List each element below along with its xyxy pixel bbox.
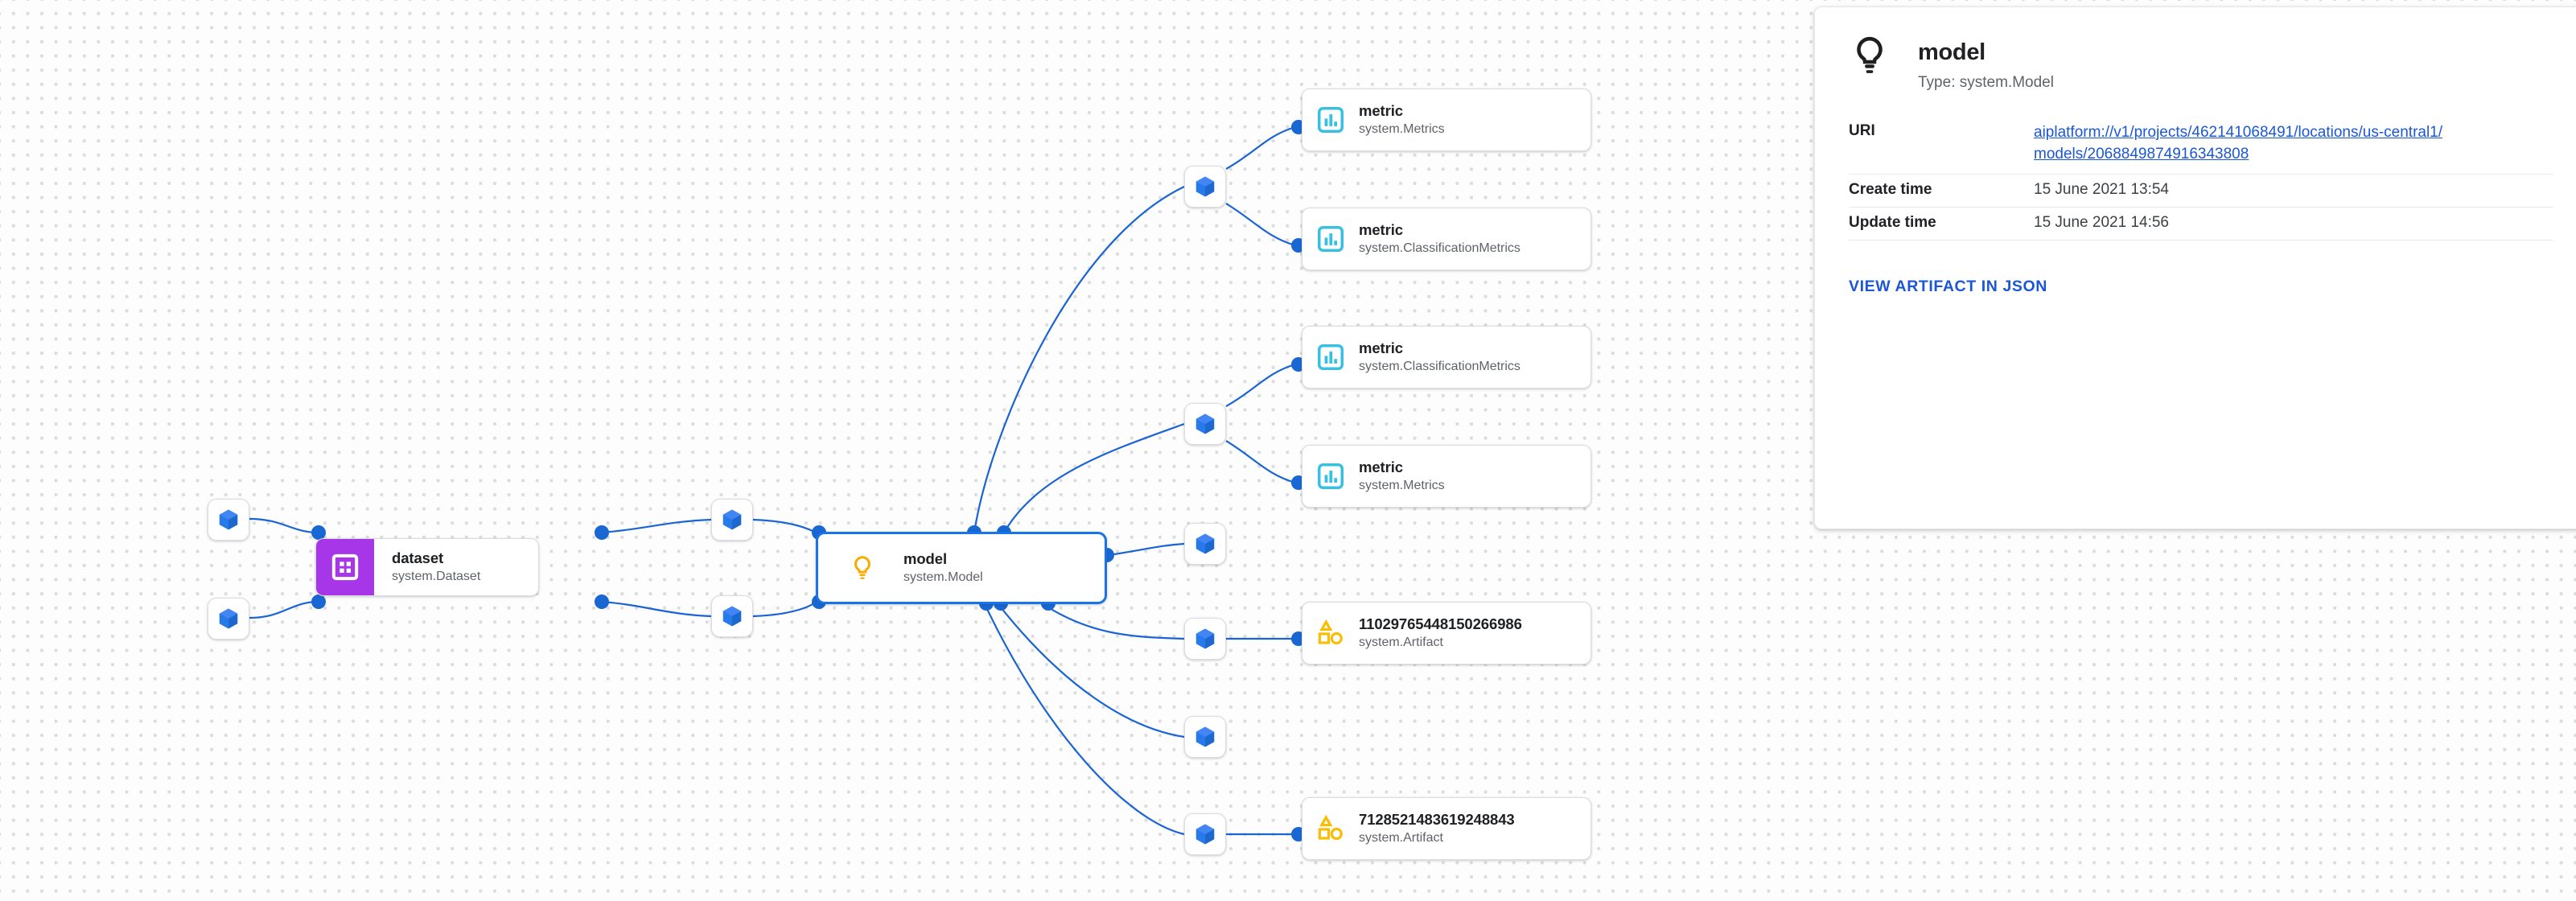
output-node-title: metric — [1359, 459, 1403, 476]
artifact-detail-panel: model Type: system.Model URI aiplatform:… — [1814, 6, 2576, 529]
cube-icon — [720, 604, 744, 628]
property-key: Create time — [1849, 173, 2034, 208]
property-value: 15 June 2021 13:54 — [2034, 173, 2553, 208]
cube-icon — [1193, 175, 1217, 199]
lightbulb-icon — [831, 554, 876, 582]
property-value: 15 June 2021 14:56 — [2034, 206, 2553, 241]
output-node-metric-3[interactable]: metric system.ClassificationMetrics — [1302, 326, 1591, 389]
cube-icon — [720, 508, 744, 532]
cube-icon — [1193, 627, 1217, 651]
cube-icon — [1193, 412, 1217, 436]
execution-mid-upper[interactable] — [711, 499, 753, 541]
output-node-subtitle: system.Artifact — [1359, 636, 1443, 650]
output-node-subtitle: system.Artifact — [1359, 831, 1443, 845]
model-node-title: model — [903, 550, 947, 568]
cube-icon — [1193, 822, 1217, 846]
output-node-text: 7128521483619248843 system.Artifact — [1359, 811, 1515, 846]
output-node-subtitle: system.Metrics — [1359, 122, 1445, 137]
output-node-metric-1[interactable]: metric system.Metrics — [1302, 88, 1591, 151]
bar-chart-icon — [1315, 105, 1346, 135]
panel-type-label: Type: system.Model — [1918, 74, 2054, 91]
model-node-text: model system.Model — [889, 550, 983, 586]
execution-right-5[interactable] — [1184, 716, 1226, 758]
dataset-node-title: dataset — [392, 549, 444, 567]
property-key: URI — [1849, 122, 1875, 139]
execution-mid-lower[interactable] — [711, 595, 753, 637]
bar-chart-icon — [1315, 461, 1346, 492]
dataset-node[interactable]: dataset system.Dataset — [315, 538, 539, 596]
output-node-title: metric — [1359, 339, 1403, 357]
model-node-subtitle: system.Model — [903, 570, 983, 585]
output-node-subtitle: system.ClassificationMetrics — [1359, 360, 1520, 374]
output-node-artifact-2[interactable]: 7128521483619248843 system.Artifact — [1302, 797, 1591, 860]
output-node-text: metric system.Metrics — [1359, 102, 1445, 138]
output-node-artifact-1[interactable]: 11029765448150266986 system.Artifact — [1302, 602, 1591, 664]
output-node-text: metric system.ClassificationMetrics — [1359, 339, 1520, 375]
table-row: Update time 15 June 2021 14:56 — [1849, 206, 2553, 241]
output-node-subtitle: system.ClassificationMetrics — [1359, 241, 1520, 256]
execution-right-6[interactable] — [1184, 813, 1226, 855]
cube-icon — [1193, 725, 1217, 749]
execution-right-4[interactable] — [1184, 618, 1226, 660]
output-node-metric-2[interactable]: metric system.ClassificationMetrics — [1302, 208, 1591, 270]
table-row: Create time 15 June 2021 13:54 — [1849, 173, 2553, 208]
panel-header: model Type: system.Model — [1849, 35, 2553, 92]
execution-right-1[interactable] — [1184, 166, 1226, 208]
execution-left-lower[interactable] — [208, 598, 249, 640]
cube-icon — [216, 607, 241, 631]
uri-link[interactable]: aiplatform://v1/projects/462141068491/lo… — [2034, 124, 2443, 163]
model-node[interactable]: model system.Model — [816, 532, 1107, 604]
dataset-node-subtitle: system.Dataset — [392, 570, 481, 584]
bar-chart-icon — [1315, 342, 1346, 372]
cube-icon — [216, 508, 241, 532]
view-artifact-in-json-button[interactable]: VIEW ARTIFACT IN JSON — [1849, 277, 2047, 295]
panel-header-text: model Type: system.Model — [1918, 35, 2054, 92]
execution-right-3[interactable] — [1184, 523, 1226, 565]
table-row: URI aiplatform://v1/projects/46214106849… — [1849, 116, 2553, 174]
output-node-metric-4[interactable]: metric system.Metrics — [1302, 445, 1591, 508]
output-node-subtitle: system.Metrics — [1359, 479, 1445, 493]
output-node-title: 7128521483619248843 — [1359, 811, 1515, 829]
output-node-text: metric system.Metrics — [1359, 459, 1445, 494]
execution-right-2[interactable] — [1184, 403, 1226, 445]
output-node-title: 11029765448150266986 — [1359, 615, 1522, 633]
panel-title: model — [1918, 39, 1985, 65]
dataset-grid-icon — [316, 539, 374, 595]
output-node-title: metric — [1359, 221, 1403, 239]
shapes-icon — [1315, 618, 1346, 648]
shapes-icon — [1315, 813, 1346, 844]
cube-icon — [1193, 532, 1217, 556]
output-node-text: metric system.ClassificationMetrics — [1359, 221, 1520, 257]
lightbulb-icon — [1849, 35, 1891, 76]
dataset-node-text: dataset system.Dataset — [374, 549, 480, 585]
execution-left-upper[interactable] — [208, 499, 249, 541]
property-key: Update time — [1849, 206, 2034, 241]
output-node-text: 11029765448150266986 system.Artifact — [1359, 615, 1522, 651]
artifact-properties-table: URI aiplatform://v1/projects/46214106849… — [1849, 116, 2553, 241]
output-node-title: metric — [1359, 102, 1403, 120]
bar-chart-icon — [1315, 224, 1346, 254]
